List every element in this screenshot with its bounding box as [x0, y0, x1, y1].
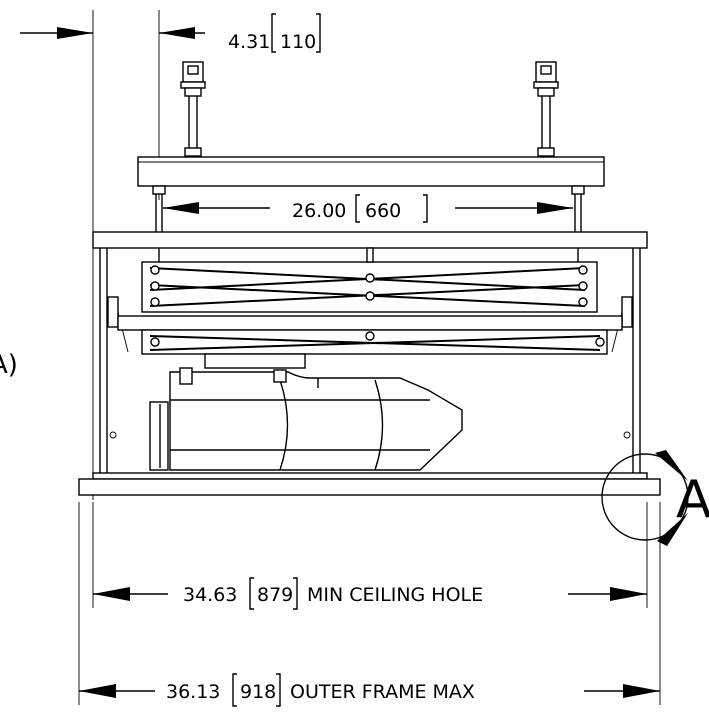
- projector: [149, 353, 463, 471]
- detail-callout: A: [601, 450, 709, 546]
- outer-frame-metric: 918: [240, 681, 276, 703]
- dimension-mount-spacing: 26.00 660: [163, 194, 573, 223]
- threaded-rod-left: [180, 61, 206, 157]
- scissor-lift: [117, 247, 623, 355]
- cropped-label: A): [0, 350, 18, 380]
- mount-spacing-value: 26.00: [292, 200, 346, 222]
- top-offset-value: 4.31: [228, 31, 270, 53]
- ceiling-hole-metric: 879: [257, 584, 293, 606]
- dimension-ceiling-hole: 34.63 879 MIN CEILING HOLE: [93, 577, 647, 610]
- extension-lines: [78, 10, 661, 705]
- detail-letter: A: [676, 470, 709, 530]
- ceiling-hole-label: MIN CEILING HOLE: [307, 584, 483, 606]
- outer-frame-value: 36.13: [166, 681, 220, 703]
- dimension-top-offset: 4.31 110: [20, 13, 321, 53]
- dimension-outer-frame: 36.13 918 OUTER FRAME MAX: [79, 673, 660, 707]
- top-offset-metric: 110: [280, 31, 316, 53]
- ceiling-hole-value: 34.63: [183, 584, 237, 606]
- mount-spacing-metric: 660: [365, 200, 401, 222]
- trim-ring: [78, 472, 661, 496]
- mounting-plate: [137, 156, 605, 187]
- support-posts: [152, 185, 585, 232]
- outer-frame-label: OUTER FRAME MAX: [290, 681, 475, 703]
- threaded-rod-right: [533, 61, 559, 157]
